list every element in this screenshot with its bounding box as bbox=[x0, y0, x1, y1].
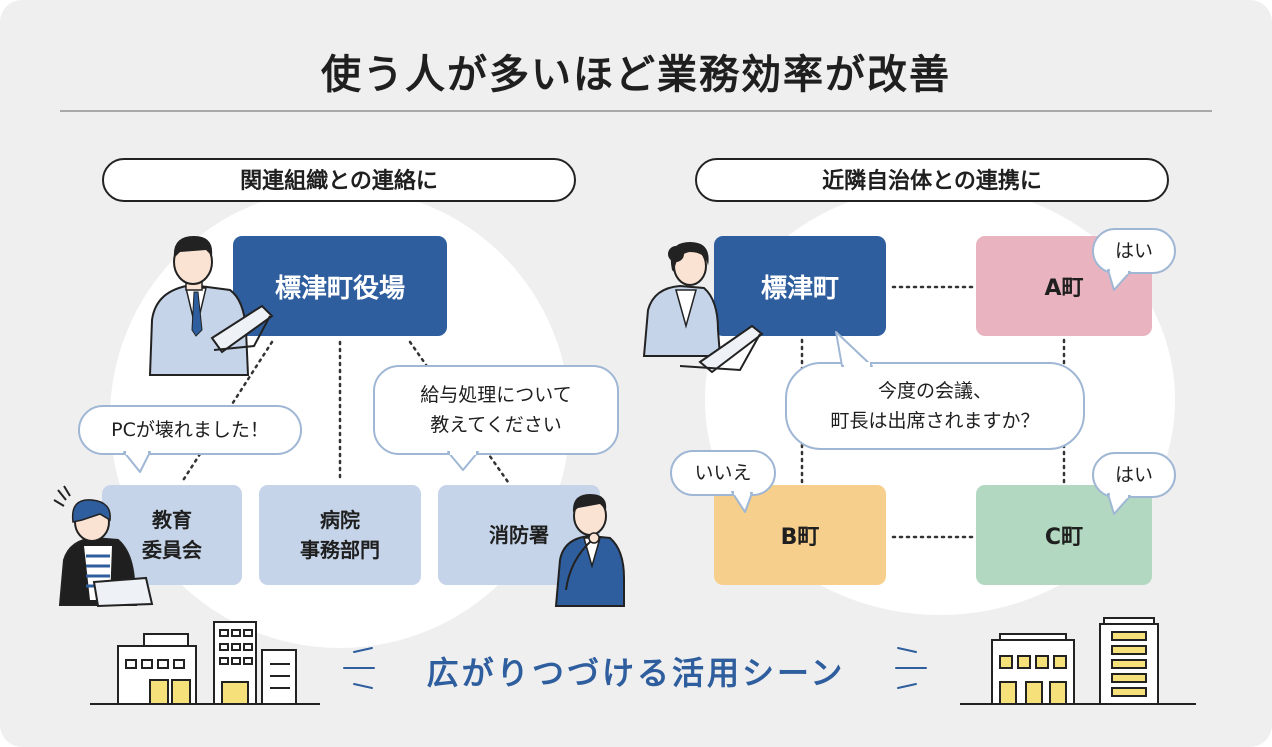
node-education-line2: 委員会 bbox=[142, 538, 202, 562]
speech-bubble-yes-c: はい bbox=[1092, 452, 1176, 498]
node-hospital-line2: 事務部門 bbox=[300, 538, 380, 562]
right-section-header: 近隣自治体との連携に bbox=[695, 158, 1169, 202]
node-fire-station: 消防署 bbox=[438, 485, 600, 585]
meeting-line1: 今度の会議、 bbox=[877, 380, 992, 402]
speech-bubble-yes-a: はい bbox=[1092, 228, 1176, 274]
speech-bubble-no-b: いいえ bbox=[670, 450, 776, 496]
salary-line2: 教えてください bbox=[430, 414, 562, 436]
left-section-header: 関連組織との連絡に bbox=[102, 158, 576, 202]
node-education-line1: 教育 bbox=[152, 508, 192, 532]
page-title: 使う人が多いほど業務効率が改善 bbox=[321, 52, 951, 98]
node-town-b: B町 bbox=[714, 485, 886, 585]
footer-caption: 広がりつづける活用シーン bbox=[426, 654, 846, 692]
node-hospital-office: 病院事務部門 bbox=[259, 485, 421, 585]
node-education-board: 教育委員会 bbox=[102, 485, 242, 585]
speech-bubble-salary: 給与処理について教えてください bbox=[373, 365, 619, 455]
speech-bubble-meeting: 今度の会議、町長は出席されますか？ bbox=[785, 362, 1085, 450]
node-shibetsu-town-office: 標津町役場 bbox=[233, 236, 447, 336]
node-shibetsu-town: 標津町 bbox=[714, 236, 886, 336]
node-town-c: C町 bbox=[976, 485, 1152, 585]
speech-bubble-pc-broken: PCが壊れました！ bbox=[78, 405, 302, 455]
node-fire-line1: 消防署 bbox=[489, 523, 549, 547]
node-hospital-line1: 病院 bbox=[320, 508, 360, 532]
title-divider bbox=[60, 110, 1212, 112]
meeting-line2: 町長は出席されますか？ bbox=[830, 410, 1040, 432]
salary-line1: 給与処理について bbox=[420, 384, 572, 406]
